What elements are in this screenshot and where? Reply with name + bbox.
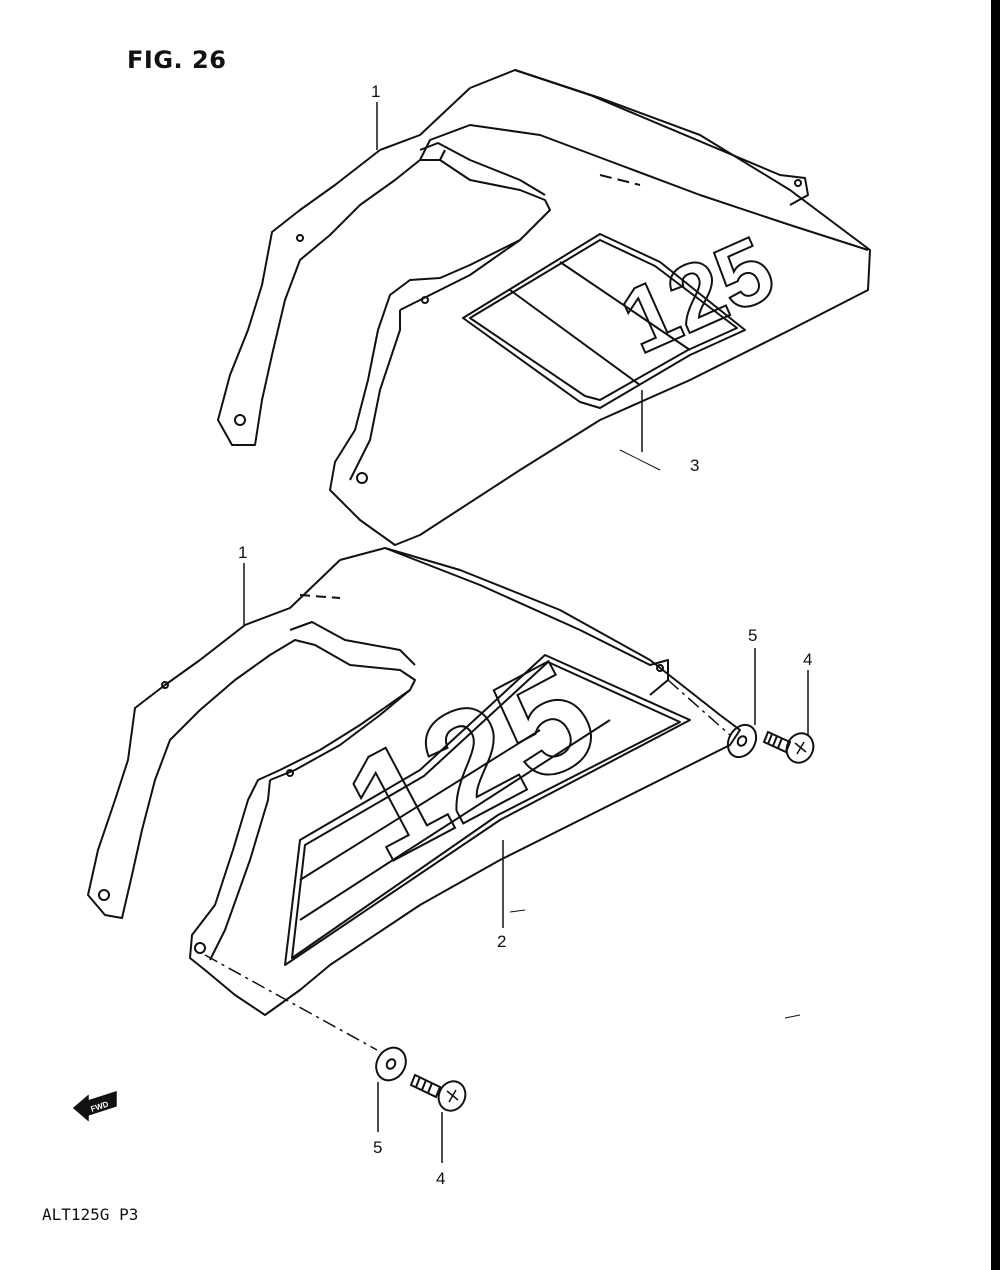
- callout-washer-right: 5: [748, 626, 758, 645]
- washer-right: [726, 723, 758, 759]
- callout-bolt-right: 4: [803, 650, 813, 669]
- callout-lower-decal: 2: [497, 932, 507, 951]
- washer-left: [375, 1046, 407, 1082]
- model-code: ALT125G P3: [42, 1205, 139, 1224]
- lower-cover-part: [87, 547, 801, 1019]
- bolt-right: [762, 730, 815, 764]
- bolt-left: [409, 1073, 467, 1112]
- callout-washer-left: 5: [373, 1138, 383, 1157]
- figure-title: FIG. 26: [127, 46, 227, 74]
- page-right-edge-bar: [991, 0, 1000, 1270]
- forward-direction-arrow: FWD: [72, 1090, 117, 1122]
- upper-decal-number-text: 125: [607, 218, 789, 374]
- callout-lower-cover: 1: [238, 543, 248, 562]
- callout-bolt-left: 4: [436, 1169, 446, 1188]
- callout-upper-cover: 1: [371, 82, 381, 101]
- upper-cover-part: [217, 69, 871, 546]
- callout-upper-decal: 3: [690, 456, 700, 475]
- leader-lines: [204, 102, 809, 1163]
